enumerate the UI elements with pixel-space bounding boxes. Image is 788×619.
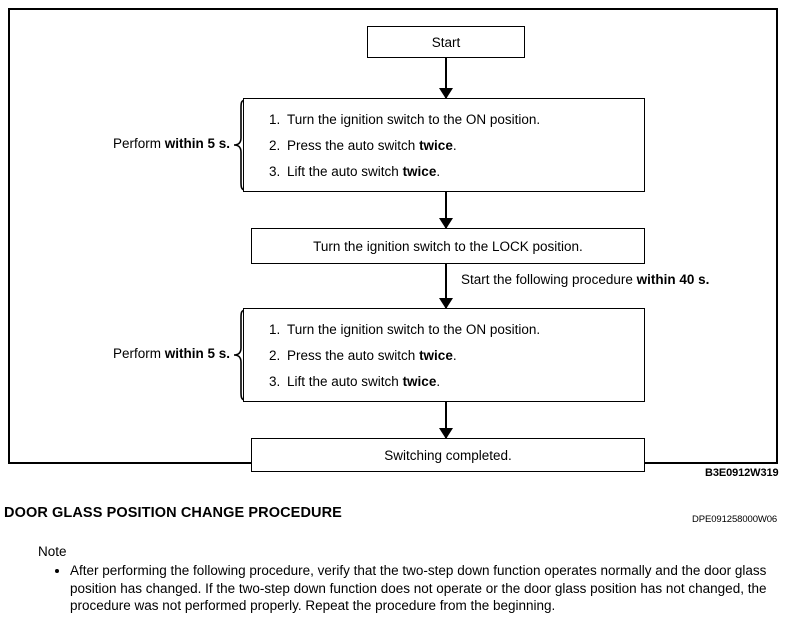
curly-brace-icon-1 bbox=[232, 98, 248, 192]
procedure-step-item: 2. Press the auto switch twice. bbox=[269, 138, 644, 153]
note-list: After performing the following procedure… bbox=[48, 562, 788, 615]
step-text: Press the auto switch bbox=[287, 138, 420, 153]
note-list-item: After performing the following procedure… bbox=[70, 562, 788, 615]
step-number: 3. bbox=[269, 164, 281, 179]
perform-bold-2: within 5 s. bbox=[164, 346, 230, 361]
step-number: 1. bbox=[269, 112, 281, 127]
step-number: 2. bbox=[269, 348, 281, 363]
figure-frame: Start Perform within 5 s. 1. Turn the ign… bbox=[8, 8, 778, 472]
procedure-step-item: 1. Turn the ignition switch to the ON pos… bbox=[269, 322, 644, 337]
procedure-step-item: 3. Lift the auto switch twice. bbox=[269, 164, 644, 179]
flow-box-lock-label: Turn the ignition switch to the LOCK pos… bbox=[313, 238, 583, 254]
annotation-within-40s: Start the following procedure within 40 … bbox=[461, 272, 709, 287]
perform-bold-1: within 5 s. bbox=[164, 136, 230, 151]
step-text-suffix: . bbox=[452, 348, 457, 363]
step-text: Turn the ignition switch to the ON posit… bbox=[287, 112, 541, 127]
step-text: Lift the auto switch bbox=[287, 374, 403, 389]
perform-within-5s-label-2: Perform within 5 s. bbox=[98, 346, 230, 361]
step-text-suffix: . bbox=[436, 164, 441, 179]
curly-brace-icon-2 bbox=[232, 308, 248, 402]
flow-box-start-label: Start bbox=[431, 34, 461, 50]
flow-box-procedure-1: 1. Turn the ignition switch to the ON pos… bbox=[243, 98, 645, 192]
perform-prefix-1: Perform bbox=[112, 136, 165, 151]
procedure-step-list-1: 1. Turn the ignition switch to the ON pos… bbox=[244, 99, 644, 179]
arrow-procedure-2-to-completed bbox=[445, 402, 447, 438]
arrow-procedure-1-to-lock bbox=[445, 192, 447, 228]
step-text-suffix: . bbox=[436, 374, 441, 389]
arrow-lock-to-procedure-2 bbox=[445, 264, 447, 308]
flow-box-start: Start bbox=[367, 26, 525, 58]
procedure-step-item: 3. Lift the auto switch twice. bbox=[269, 374, 644, 389]
step-text-bold: twice bbox=[419, 138, 453, 153]
step-text: Turn the ignition switch to the ON posit… bbox=[287, 322, 541, 337]
step-number: 2. bbox=[269, 138, 281, 153]
flow-box-switching-completed: Switching completed. bbox=[251, 438, 645, 472]
step-text-bold: twice bbox=[419, 348, 453, 363]
flow-box-completed-label: Switching completed. bbox=[384, 447, 512, 463]
document-reference-code: DPE091258000W06 bbox=[692, 514, 778, 525]
perform-prefix-2: Perform bbox=[112, 346, 165, 361]
procedure-step-item: 1. Turn the ignition switch to the ON pos… bbox=[269, 112, 644, 127]
procedure-step-item: 2. Press the auto switch twice. bbox=[269, 348, 644, 363]
step-text-bold: twice bbox=[402, 374, 437, 389]
step-text-bold: twice bbox=[402, 164, 437, 179]
figure-reference-code: B3E0912W319 bbox=[705, 467, 779, 479]
note-title: Note bbox=[38, 544, 67, 559]
annotation-40s-bold: within 40 s. bbox=[636, 272, 710, 287]
flow-box-lock-position: Turn the ignition switch to the LOCK pos… bbox=[251, 228, 645, 264]
flow-box-procedure-2: 1. Turn the ignition switch to the ON pos… bbox=[243, 308, 645, 402]
step-number: 3. bbox=[269, 374, 281, 389]
perform-within-5s-label-1: Perform within 5 s. bbox=[98, 136, 230, 151]
arrow-start-to-procedure-1 bbox=[445, 58, 447, 98]
step-number: 1. bbox=[269, 322, 281, 337]
step-text: Lift the auto switch bbox=[287, 164, 403, 179]
step-text: Press the auto switch bbox=[287, 348, 420, 363]
annotation-40s-prefix: Start the following procedure bbox=[461, 272, 637, 287]
step-text-suffix: . bbox=[452, 138, 457, 153]
procedure-step-list-2: 1. Turn the ignition switch to the ON pos… bbox=[244, 309, 644, 389]
section-heading: DOOR GLASS POSITION CHANGE PROCEDURE bbox=[4, 505, 342, 521]
